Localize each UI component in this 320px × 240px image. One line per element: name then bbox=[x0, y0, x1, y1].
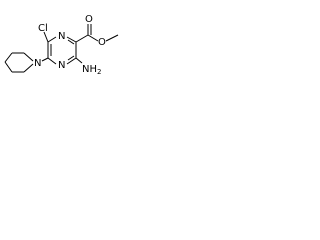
c-cl-bond bbox=[43, 31, 49, 43]
piperidine-n-label: N bbox=[34, 58, 41, 69]
ring-bond-inner bbox=[67, 55, 75, 61]
amino-nh-label: NH bbox=[82, 64, 97, 75]
o-methyl-bond bbox=[105, 34, 119, 42]
pyrazine-ring bbox=[47, 36, 77, 65]
c-o-single-bond bbox=[87, 34, 99, 42]
ring-bond bbox=[47, 57, 57, 65]
pyrazine-n-top-label: N bbox=[58, 31, 65, 42]
piperidine-bond bbox=[23, 63, 34, 73]
amino-subscript-label: 2 bbox=[97, 68, 101, 76]
c-nh2-bond bbox=[75, 57, 83, 64]
c-n-bond bbox=[41, 57, 49, 62]
ring-bond bbox=[66, 57, 77, 65]
piperidine-ring bbox=[4, 52, 34, 73]
carbonyl-oxygen-label: O bbox=[85, 14, 93, 25]
ring-bond bbox=[47, 36, 57, 43]
c-c-bond bbox=[75, 34, 89, 43]
piperidine-bond bbox=[4, 61, 13, 73]
piperidine-bond bbox=[4, 52, 13, 63]
ring-bond bbox=[66, 36, 77, 43]
ester-oxygen-label: O bbox=[98, 37, 106, 48]
ring-bond-inner bbox=[67, 39, 75, 45]
pyrazine-n-bottom-label: N bbox=[58, 60, 65, 71]
amino-label: NH2 bbox=[82, 64, 101, 76]
piperidine-bond bbox=[23, 52, 34, 62]
chlorine-label: Cl bbox=[38, 23, 48, 34]
structure-drawing: N N Cl N NH2 O O bbox=[4, 14, 119, 76]
molecule-diagram: N N Cl N NH2 O O bbox=[0, 0, 128, 98]
